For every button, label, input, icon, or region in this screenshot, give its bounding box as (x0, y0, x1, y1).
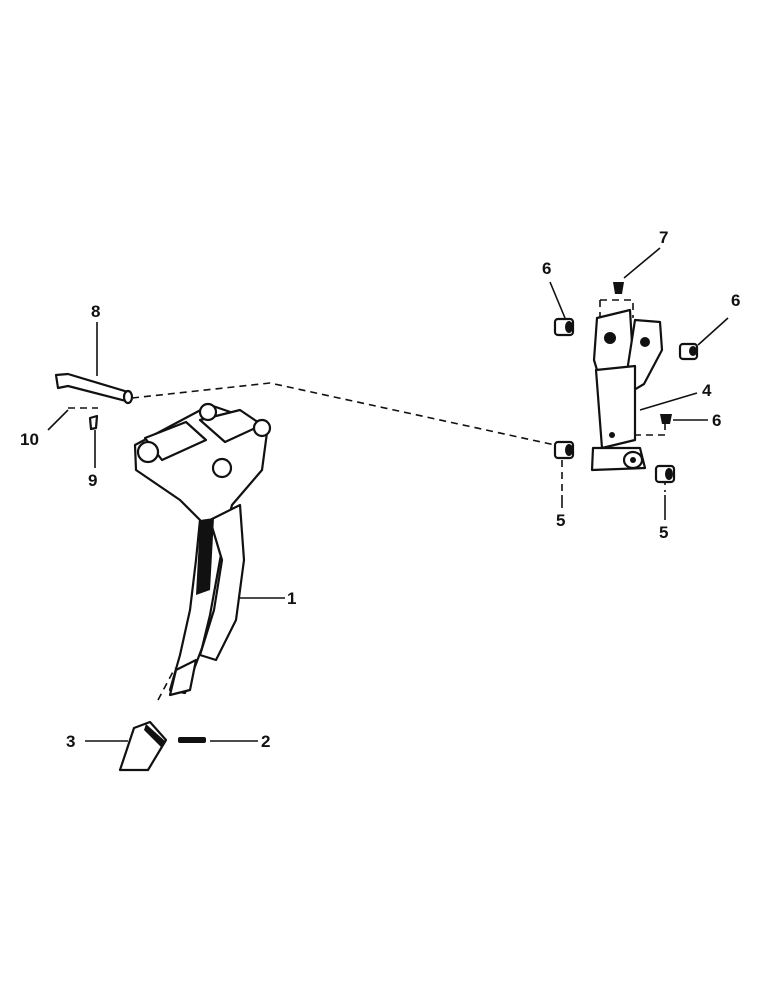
callout-9: 9 (88, 471, 97, 490)
mounting-bracket-part-4 (590, 308, 664, 472)
callout-2: 2 (261, 732, 270, 751)
bushing-part-5-left (553, 440, 575, 460)
callout-6-small: 6 (712, 411, 721, 430)
leader-lines (47, 247, 729, 742)
roll-pin-part-2 (178, 737, 206, 743)
ripper-shank-part-1 (133, 402, 272, 697)
callout-7: 7 (659, 228, 668, 247)
tooth-tip-part-3 (118, 720, 168, 772)
callout-8: 8 (91, 302, 100, 321)
callout-5-right: 5 (659, 523, 668, 542)
bushing-part-6-left (553, 317, 575, 337)
grease-fitting-part-7 (613, 282, 624, 294)
assembly-dashed-lines (68, 299, 666, 701)
fitting-part-6-small (660, 414, 672, 424)
callout-3: 3 (66, 732, 75, 751)
callout-labels: 1 2 3 4 5 5 6 6 6 7 8 9 10 (20, 228, 740, 751)
callout-6-left: 6 (542, 259, 551, 278)
callout-5-left: 5 (556, 511, 565, 530)
callout-6-right: 6 (731, 291, 740, 310)
bushing-part-6-right (678, 342, 699, 361)
callout-10: 10 (20, 430, 39, 449)
callout-1: 1 (287, 589, 296, 608)
bolt-part-9 (88, 414, 99, 431)
pin-part-8 (54, 372, 134, 405)
bushing-part-5-right (654, 464, 676, 484)
callout-4: 4 (702, 381, 712, 400)
